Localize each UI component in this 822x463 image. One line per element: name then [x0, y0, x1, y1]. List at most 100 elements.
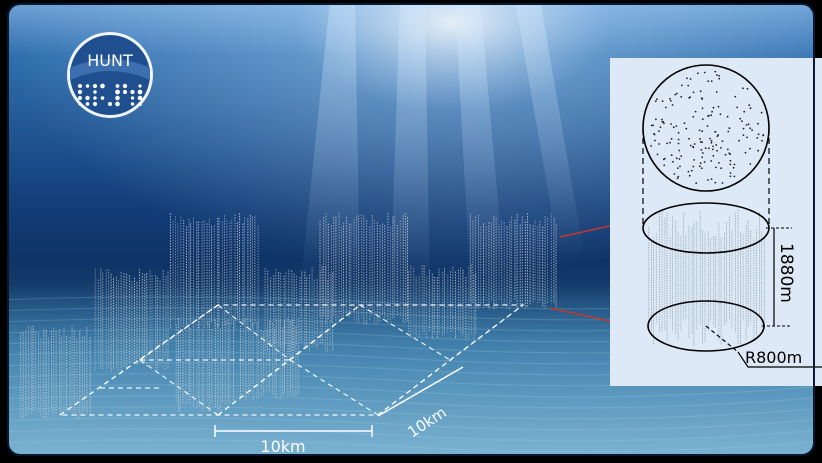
- logo-band: [70, 59, 150, 80]
- disc-dot: [718, 77, 721, 80]
- grid-line: [449, 304, 524, 361]
- scale-label-horizontal: 10km: [260, 437, 305, 456]
- disc-dot: [727, 130, 730, 133]
- disc-dot: [677, 175, 680, 178]
- disc-dot: [702, 152, 704, 154]
- disc-dot: [721, 182, 724, 184]
- disc-dot: [715, 166, 717, 169]
- detector-clusters: [20, 213, 557, 420]
- disc-dot: [711, 110, 713, 113]
- detector-cluster: [169, 213, 259, 330]
- disc-dot: [685, 127, 688, 130]
- seabed-ripple: [8, 384, 814, 398]
- disc-dot: [757, 133, 760, 136]
- disc-dot: [663, 122, 665, 125]
- logo-dot: [137, 95, 143, 101]
- disc-dot: [671, 104, 674, 106]
- disc-dot: [701, 107, 704, 110]
- logo-dot: [138, 84, 142, 88]
- disc-dot: [661, 118, 663, 121]
- disc-dot: [679, 165, 681, 168]
- disc-dot: [734, 95, 737, 98]
- disc-dot: [676, 167, 679, 170]
- disc-dot: [751, 129, 753, 132]
- light-ray: [455, 4, 505, 280]
- seabed-ripple: [8, 439, 814, 453]
- disc-dot: [742, 127, 745, 130]
- logo-dot: [115, 89, 120, 95]
- logo-dot: [77, 89, 83, 95]
- logo-dot: [77, 83, 83, 89]
- grid-line: [139, 304, 219, 361]
- disc-dot: [703, 71, 706, 74]
- disc-dot: [757, 122, 759, 125]
- logo-dot: [78, 102, 82, 106]
- disc-dot: [716, 74, 718, 76]
- disc-dot: [666, 142, 668, 145]
- disc-dot: [707, 147, 710, 150]
- disc-dot: [742, 87, 744, 90]
- disc-dot: [709, 137, 711, 140]
- disc-dot: [700, 97, 703, 100]
- array-grid: [58, 304, 525, 416]
- disc-dot: [732, 166, 735, 169]
- disc-dot: [692, 115, 695, 118]
- disc-dot: [746, 87, 749, 90]
- grid-line: [217, 359, 291, 416]
- logo-dot: [122, 83, 128, 89]
- disc-dot: [724, 153, 727, 156]
- disc-dot: [756, 137, 759, 139]
- disc-dot: [699, 141, 702, 143]
- disc-dot: [680, 155, 683, 158]
- logo-dot: [92, 83, 98, 89]
- logo-dot: [115, 101, 120, 107]
- disc-dot: [672, 126, 675, 129]
- logo-dot: [115, 95, 120, 101]
- disc-dot: [678, 149, 681, 152]
- disc-dot: [745, 124, 748, 126]
- grid-line: [139, 359, 219, 416]
- height-label: 1880m: [776, 243, 796, 303]
- disc-dot: [738, 139, 740, 142]
- inset-panel: 1880m R800m: [610, 58, 822, 386]
- disc-dot: [672, 160, 674, 163]
- disc-dot: [712, 154, 715, 157]
- logo-dot: [107, 101, 113, 107]
- detector-cluster: [469, 213, 557, 310]
- radius-leader: [737, 351, 822, 368]
- disc-dot: [688, 96, 691, 99]
- disc-dot: [663, 157, 666, 160]
- disc-dot: [704, 147, 707, 150]
- disc-dot: [670, 99, 672, 102]
- disc-dot: [650, 124, 653, 127]
- disc-dot: [698, 165, 701, 168]
- disc-dot: [677, 138, 680, 141]
- disc-dot: [693, 143, 696, 145]
- light-rays: [300, 4, 585, 300]
- disc-dot: [715, 91, 718, 93]
- logo-dot: [130, 96, 135, 100]
- disc-dot: [716, 135, 719, 138]
- hunt-logo: HUNT: [67, 32, 153, 118]
- disc-dot: [665, 106, 667, 109]
- disc-dot: [718, 74, 720, 77]
- disc-dot: [714, 181, 717, 184]
- disc-dot: [699, 138, 701, 140]
- disc-dot: [742, 134, 745, 137]
- light-ray: [300, 4, 360, 290]
- disc-dot: [692, 146, 695, 149]
- disc-dot: [650, 145, 652, 147]
- disc-dot: [707, 80, 710, 83]
- disc-dot: [710, 178, 713, 181]
- logo-dot: [138, 102, 142, 106]
- inset-top-disc-dots: [650, 70, 765, 185]
- disc-dot: [659, 126, 662, 128]
- logo-dot: [92, 101, 98, 107]
- disc-dot: [654, 100, 657, 103]
- grid-line: [289, 304, 361, 361]
- disc-dot: [701, 118, 704, 120]
- logo-text: HUNT: [87, 51, 133, 70]
- disc-dot: [733, 163, 736, 166]
- seabed-ripple: [8, 395, 814, 409]
